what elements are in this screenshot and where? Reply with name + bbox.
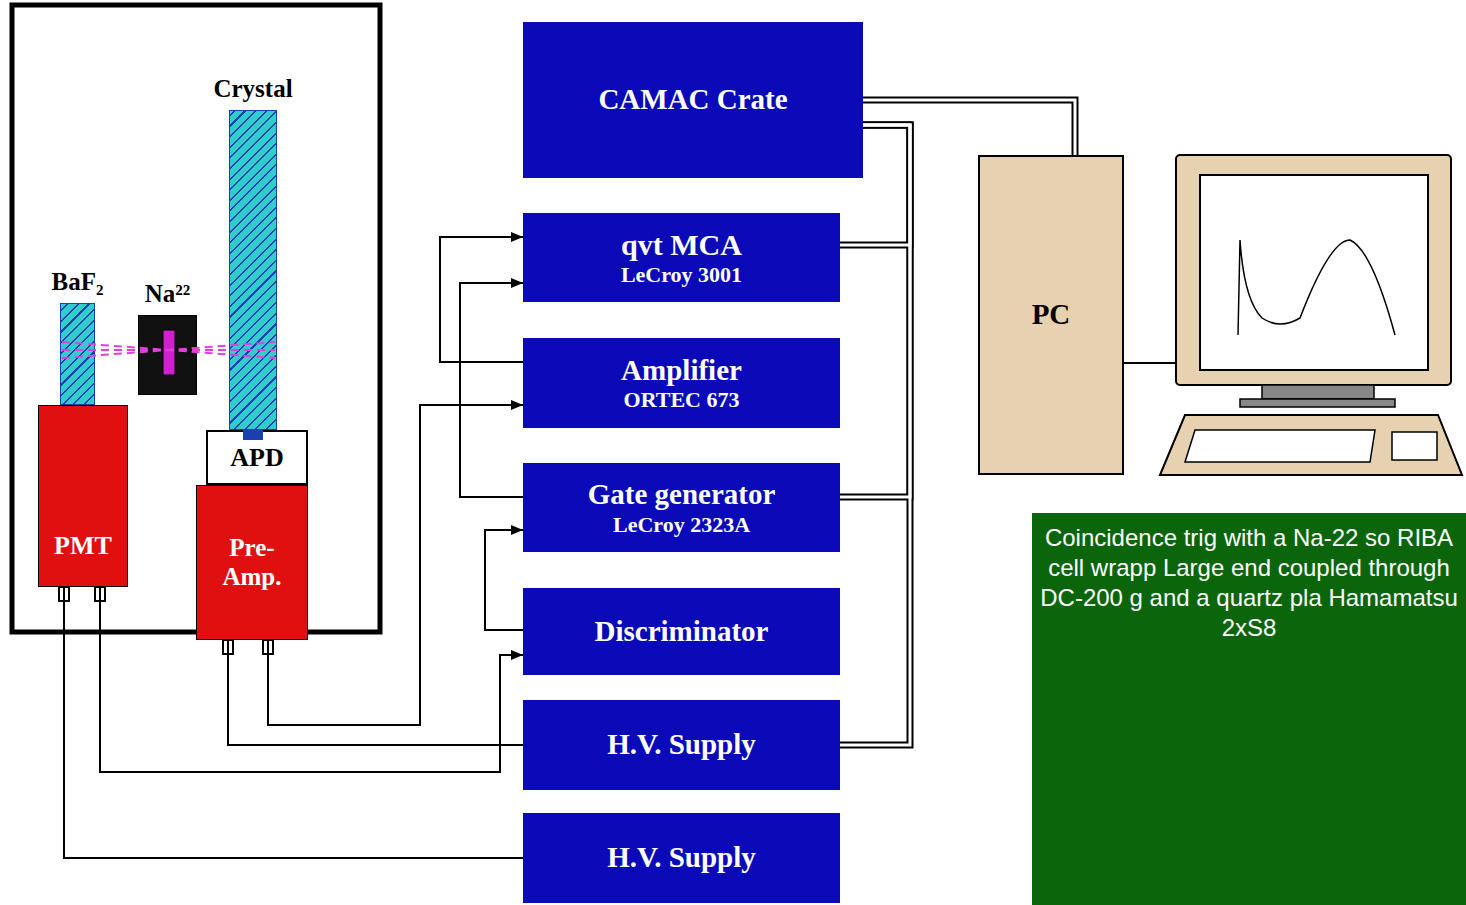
gamma-rays — [62, 342, 275, 358]
box-label: PC — [1032, 298, 1071, 331]
box-label: Pre-Amp. — [212, 534, 292, 592]
preamp-box: Pre-Amp. — [196, 485, 308, 640]
note-box: Coincidence trig with a Na-22 so RIBA ce… — [1032, 513, 1466, 905]
box-label: Discriminator — [595, 615, 769, 648]
bus-cable-core — [840, 125, 910, 497]
part-label: BaF₂ — [52, 268, 104, 296]
gate-generator-box: Gate generatorLeCroy 2323A — [523, 463, 840, 552]
apd-box: APD — [206, 430, 308, 485]
bus-cable-core — [840, 125, 910, 745]
signal-wire — [100, 587, 523, 772]
box-label: LeCroy 3001 — [621, 262, 742, 287]
box-label: CAMAC Crate — [598, 83, 787, 116]
signal-wire — [440, 237, 523, 362]
box-label: ORTEC 673 — [624, 387, 740, 412]
box-label: Amplifier — [621, 354, 742, 387]
box-label: Coincidence trig with a Na-22 so RIBA ce… — [1038, 523, 1460, 643]
camac-crate-box: CAMAC Crate — [523, 22, 863, 178]
box-label: qvt MCA — [621, 228, 742, 263]
box-label: LeCroy 2323A — [613, 512, 750, 537]
box-label: APD — [230, 443, 283, 473]
part-label: Crystal — [213, 75, 292, 103]
bus-cable — [840, 125, 910, 497]
hv-supply-box: H.V. Supply — [523, 813, 840, 903]
signal-wire — [460, 283, 523, 497]
crystal-bar: Crystal — [229, 110, 277, 430]
pmt-box: PMT — [38, 405, 128, 587]
signal-wire — [485, 530, 523, 630]
na22-source: Na²² — [138, 315, 197, 395]
box-label: H.V. Supply — [607, 841, 756, 874]
signal-wire — [228, 640, 523, 745]
mca-box: qvt MCALeCroy 3001 — [523, 213, 840, 302]
source-pellet — [163, 330, 175, 375]
bus-cable-core — [863, 100, 1075, 155]
bus-cable — [840, 125, 910, 745]
box-label: Gate generator — [588, 478, 776, 511]
monitor — [1124, 155, 1462, 475]
wires — [64, 100, 1075, 858]
baf2-crystal: BaF₂ — [60, 303, 95, 405]
part-label: Na²² — [145, 280, 191, 308]
hv-supply-box: H.V. Supply — [523, 700, 840, 790]
apd-window — [243, 430, 263, 440]
amplifier-box: AmplifierORTEC 673 — [523, 338, 840, 428]
pc-box: PC — [978, 155, 1124, 475]
box-label: PMT — [54, 531, 112, 561]
box-label: H.V. Supply — [607, 728, 756, 761]
discriminator-box: Discriminator — [523, 588, 840, 675]
